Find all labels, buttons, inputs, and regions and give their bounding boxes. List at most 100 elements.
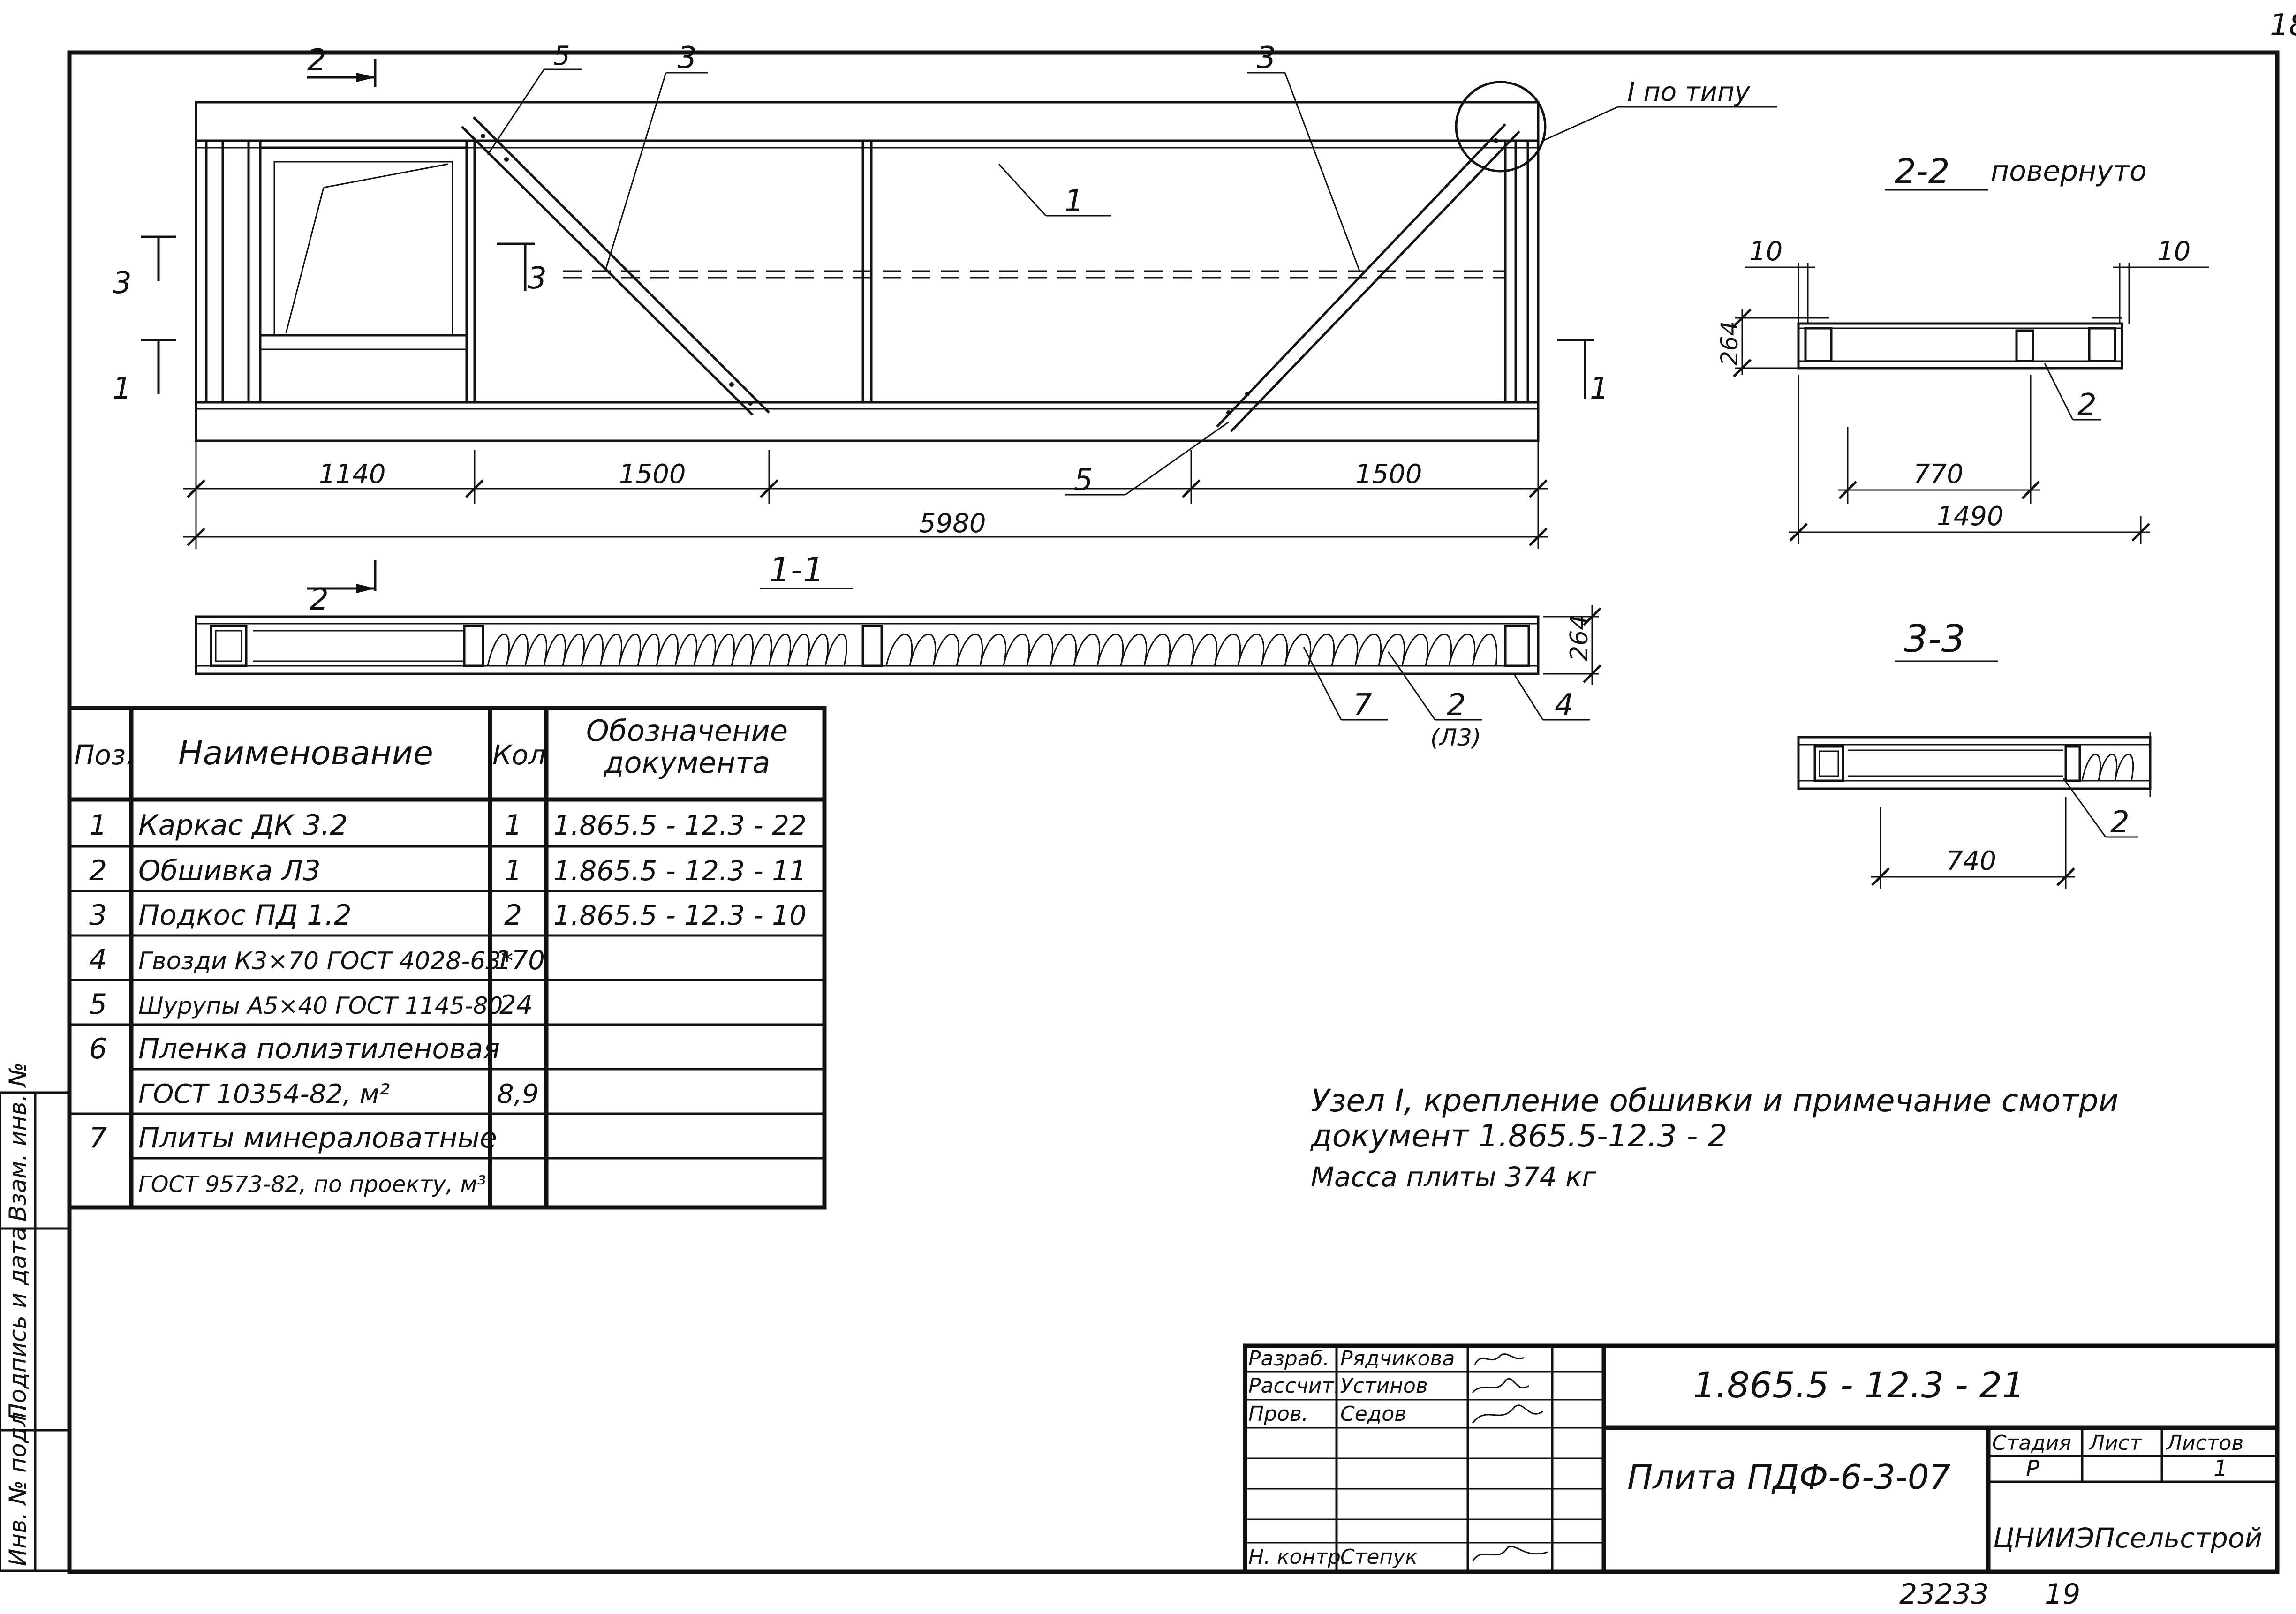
node-i-label: I по типу (1627, 77, 1751, 107)
section-1-1-leader-4: 4 (1555, 688, 1574, 723)
brace-left (461, 116, 770, 416)
spec-row-3-doc: 1.865.5 - 12.3 - 10 (553, 899, 807, 931)
spec-row-1-doc: 1.865.5 - 12.3 - 22 (553, 809, 807, 841)
spec-row-2-doc: 1.865.5 - 12.3 - 11 (553, 855, 807, 887)
tb-name-7: Степук (1340, 1545, 1418, 1569)
inv-no-label: Инв. № подл. (4, 1404, 31, 1566)
spec-row-4-name: Гвозди К3×70 ГОСТ 4028-63* (138, 947, 513, 975)
brace-right (1216, 123, 1520, 432)
spec-row-1-pos: 1 (89, 809, 107, 842)
section-2-2-dim-10-left: 10 (1749, 236, 1782, 267)
section-1-1-leader-7: 7 (1353, 688, 1372, 723)
sheet-number: 18 (2270, 8, 2296, 43)
note-line-3: Масса плиты 374 кг (1311, 1161, 1596, 1193)
tb-role-2: Рассчит. (1248, 1374, 1340, 1398)
spec-row-6b-name: ГОСТ 10354-82, м² (138, 1079, 390, 1109)
spec-header-qty: Кол (492, 739, 546, 771)
spec-row-6-name: Пленка полиэтиленовая (138, 1033, 500, 1065)
tb-stage-label: Стадия (1992, 1431, 2071, 1455)
section-2-2-title: 2-2 (1895, 151, 1950, 191)
tb-name-1: Рядчикова (1340, 1347, 1455, 1371)
section-2-2-title-note: повернуто (1991, 155, 2147, 188)
tb-stage-value: Р (2026, 1456, 2039, 1482)
spec-row-5-name: Шурупы А5×40 ГОСТ 1145-80 (138, 992, 503, 1019)
spec-row-4-qty: 170 (495, 945, 545, 976)
spec-row-7-pos: 7 (89, 1122, 107, 1154)
dim-1500-left: 1500 (619, 459, 686, 490)
leader-3-left: 3 (678, 41, 697, 75)
section-3-3-title: 3-3 (1904, 617, 1965, 661)
section-1-1-leader-2: 2 (1447, 688, 1466, 723)
dim-5980: 5980 (919, 508, 986, 539)
tb-role-1: Разраб. (1248, 1347, 1329, 1371)
note-line-2: документ 1.865.5-12.3 - 2 (1310, 1118, 1727, 1154)
tb-sheets-label: Листов (2166, 1431, 2243, 1455)
section-3-inner-mark: 3 (528, 261, 547, 296)
tb-doc-code: 1.865.5 - 12.3 - 21 (1693, 1364, 2025, 1406)
spec-row-4-pos: 4 (89, 943, 107, 976)
spec-row-6-pos: 6 (89, 1033, 107, 1065)
section-2-2-dim-264: 264 (1716, 321, 1743, 366)
section-1-left-mark: 1 (113, 371, 132, 406)
spec-row-7b-name: ГОСТ 9573-82, по проекту, м³ (138, 1171, 486, 1198)
signature-3 (1472, 1404, 1543, 1424)
spec-row-5-qty: 24 (499, 990, 533, 1020)
tb-sheets-value: 1 (2213, 1456, 2228, 1482)
spec-row-1-name: Каркас ДК 3.2 (138, 809, 347, 842)
tb-role-7: Н. контр. (1248, 1545, 1347, 1569)
leader-5-bottom: 5 (1074, 463, 1093, 498)
spec-row-1-qty: 1 (504, 809, 522, 842)
spec-row-7-name: Плиты минераловатные (138, 1122, 497, 1154)
section-2-2-dim-10-right: 10 (2157, 236, 2190, 267)
section-1-1: 1-1 2 264 7 2 (Л3) 4 (195, 550, 1601, 751)
spec-header-doc: Обозначение документа (586, 715, 788, 780)
tb-title: Плита ПДФ-6-3-07 (1627, 1457, 1951, 1497)
spec-row-3-qty: 2 (504, 899, 522, 932)
node-i-circle (1455, 81, 1547, 173)
leader-1: 1 (1065, 184, 1084, 219)
section-2-top-mark: 2 (307, 43, 326, 78)
replace-inv-label: Взам. инв. № (4, 1063, 31, 1222)
spec-table: Поз. Наименование Кол Обозначение докуме… (67, 706, 827, 1210)
spec-row-3-name: Подкос ПД 1.2 (138, 899, 352, 932)
section-1-1-title: 1-1 (769, 550, 824, 589)
section-2-2-dim-770: 770 (1913, 459, 1964, 490)
section-1-1-height: 264 (1565, 615, 1594, 661)
tb-organization: ЦНИИЭПсельстрой (1993, 1522, 2262, 1554)
section-2-2: 2-2 повернуто 10 10 264 770 (1716, 151, 2209, 544)
spec-row-2-pos: 2 (89, 854, 107, 887)
archive-number: 23233 (1899, 1578, 1989, 1611)
section-2-2-dim-1490: 1490 (1937, 501, 2004, 532)
signature-2 (1472, 1378, 1529, 1394)
sign-date-label: Подпись и дата (4, 1227, 31, 1421)
title-block: Разраб. Рядчикова Рассчит. Устинов Пров.… (1243, 1343, 2280, 1574)
leader-5-top: 5 (553, 41, 570, 71)
section-2-bottom-mark: 2 (310, 582, 329, 617)
spec-row-2-name: Обшивка Л3 (138, 854, 321, 887)
copy-number: 19 (2045, 1578, 2080, 1611)
section-3-3-dim-740: 740 (1946, 846, 1996, 876)
tb-role-3: Пров. (1248, 1402, 1308, 1426)
left-strip: Инв. № подл. Подпись и дата Взам. инв. № (0, 1063, 71, 1572)
signature-7 (1472, 1546, 1548, 1562)
section-3-left-mark: 3 (113, 266, 132, 301)
spec-header-pos: Поз. (74, 739, 134, 771)
section-1-1-leader-2-sub: (Л3) (1430, 724, 1481, 751)
tb-sheet-label: Лист (2088, 1431, 2142, 1455)
signature-1 (1474, 1353, 1525, 1365)
note-line-1: Узел I, крепление обшивки и примечание с… (1311, 1083, 2118, 1119)
leader-3-right: 3 (1257, 41, 1276, 75)
section-3-3: 3-3 740 2 (1797, 617, 2152, 889)
spec-row-3-pos: 3 (89, 899, 107, 932)
tb-name-2: Устинов (1340, 1374, 1428, 1398)
spec-row-2-qty: 1 (504, 854, 522, 887)
section-2-2-leader-2: 2 (2077, 388, 2097, 422)
plan-view: I по типу 5 3 3 1 5 2 3 1 3 (113, 41, 1777, 549)
section-3-3-leader-2: 2 (2110, 805, 2130, 840)
notes: Узел I, крепление обшивки и примечание с… (1310, 1083, 2118, 1193)
spec-header-name: Наименование (178, 734, 433, 772)
dim-1140: 1140 (319, 459, 386, 490)
section-1-right-mark: 1 (1590, 371, 1609, 406)
spec-row-5-pos: 5 (89, 988, 107, 1021)
